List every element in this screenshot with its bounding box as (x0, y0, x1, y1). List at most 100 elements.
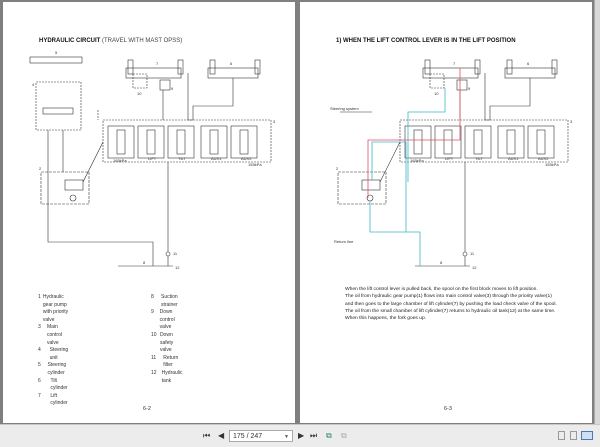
title-bold: HYDRAULIC CIRCUIT (39, 38, 101, 44)
diagram-line (407, 88, 446, 182)
diagram-label: 11 (470, 251, 475, 256)
down-safety-valve (132, 73, 148, 89)
diagram-label: 12 (175, 265, 180, 270)
return-filter (462, 251, 468, 257)
pdf-page-left: HYDRAULIC CIRCUIT (TRAVEL WITH MAST OPSS… (3, 2, 295, 423)
valve-section (404, 125, 432, 159)
legend-text: Down control valve (159, 309, 175, 331)
diagram-line (47, 130, 154, 266)
valve-section (434, 125, 462, 159)
diagram-label: AUX2 (241, 156, 252, 161)
legend-text: Suction strainer (161, 294, 178, 308)
tilt-cylinder (504, 67, 556, 79)
legend-text: Hydraulic gear pump with priority valve (42, 294, 69, 323)
steering-cylinder (29, 56, 83, 64)
legend-number: 3 (38, 324, 41, 331)
legend-item: 8 Suction strainer (151, 294, 186, 309)
down-control-valve (159, 79, 171, 91)
return-line-label: Return line (334, 239, 354, 244)
diagram-label: AUX1 (211, 156, 222, 161)
vertical-scrollbar[interactable] (594, 0, 600, 424)
diagram-line (187, 73, 193, 121)
pump-symbol (69, 194, 77, 202)
priority-valve-block (337, 171, 387, 205)
main-control-valve (399, 119, 569, 163)
chevron-down-icon[interactable]: ▼ (284, 434, 289, 440)
diagram-label: 2 (39, 166, 42, 171)
paste-icon[interactable]: ⧉ (341, 431, 347, 440)
diagram-label: 8 (143, 260, 146, 265)
paragraph-line: The oil from the small chamber of lift c… (345, 308, 556, 314)
legend-text: Lift cylinder (50, 392, 68, 407)
legend-number: 11 (151, 354, 157, 361)
legend-text: Main control valve (46, 324, 62, 346)
legend-number: 9 (151, 309, 154, 316)
diagram-label: TILT (475, 156, 483, 161)
diagram-label: AUX2 (538, 156, 549, 161)
copy-icon[interactable]: ⧉ (326, 431, 332, 440)
diagram-line (489, 78, 531, 120)
paragraph-line: The oil from hydraulic gear pump(1) flow… (345, 294, 552, 300)
legend-item: 9 Down control valve (151, 309, 186, 332)
legend-number: 7 (38, 392, 41, 399)
page-number-input[interactable]: 175 / 247 ▼ (229, 430, 293, 442)
diagram-label: AUX1 (508, 156, 519, 161)
cylinder-rod (474, 59, 481, 75)
spool (413, 129, 423, 155)
steering-spool (42, 107, 74, 115)
cylinder-rod (209, 59, 216, 75)
legend-number: 5 (38, 362, 41, 369)
viewer-toolbar: ⏮ ◀ 175 / 247 ▼ ▶ ⏭ ⧉ ⧉ (0, 424, 600, 447)
next-page-icon[interactable]: ▶ (298, 431, 305, 440)
diagram-label: 6 (230, 61, 233, 66)
diagram-label: 155kPa (248, 162, 262, 167)
diagram-label: 5 (55, 50, 58, 55)
main-control-valve (102, 119, 272, 163)
priority-valve-block (40, 171, 90, 205)
prev-page-icon[interactable]: ◀ (218, 431, 225, 440)
diagram-label: 2 (336, 166, 339, 171)
diagram-label: 3 (570, 119, 573, 124)
legend-item: 7 Lift cylinder (38, 393, 73, 408)
diagram-line (371, 141, 407, 232)
diagram-label: LIFT (445, 156, 454, 161)
valve-section (464, 125, 492, 159)
cylinder-rod (177, 59, 184, 75)
tilt-cylinder (207, 67, 259, 79)
page-number: 6-2 (143, 406, 151, 412)
cylinder-rod (506, 59, 513, 75)
valve-section (527, 125, 555, 159)
first-page-icon[interactable]: ⏮ (203, 431, 211, 440)
diagram-line (369, 201, 421, 266)
spool (176, 129, 186, 155)
cylinder-rod (424, 59, 431, 75)
last-page-icon[interactable]: ⏭ (310, 431, 318, 440)
diagram-line (192, 78, 234, 120)
spool (209, 129, 219, 155)
continuous-page-icon[interactable] (570, 431, 577, 440)
priority-spool (361, 179, 381, 191)
two-page-icon[interactable] (581, 431, 593, 440)
diagram-label: 6 (527, 61, 530, 66)
diagram-label: 12 (472, 265, 477, 270)
page-number: 6-3 (444, 406, 452, 412)
lift-cylinder (422, 67, 479, 79)
single-page-icon[interactable] (558, 431, 565, 440)
page-number-value: 175 / 247 (233, 433, 263, 440)
spool (239, 129, 249, 155)
pdf-page-right: 1) WHEN THE LIFT CONTROL LEVER IS IN THE… (300, 2, 592, 423)
legend-number: 8 (151, 294, 154, 300)
legend-text: Hydraulic tank (161, 369, 183, 384)
cylinder-rod (551, 59, 558, 75)
diagram-line (367, 68, 461, 198)
spool (146, 129, 156, 155)
spool (473, 129, 483, 155)
valve-section (107, 125, 135, 159)
